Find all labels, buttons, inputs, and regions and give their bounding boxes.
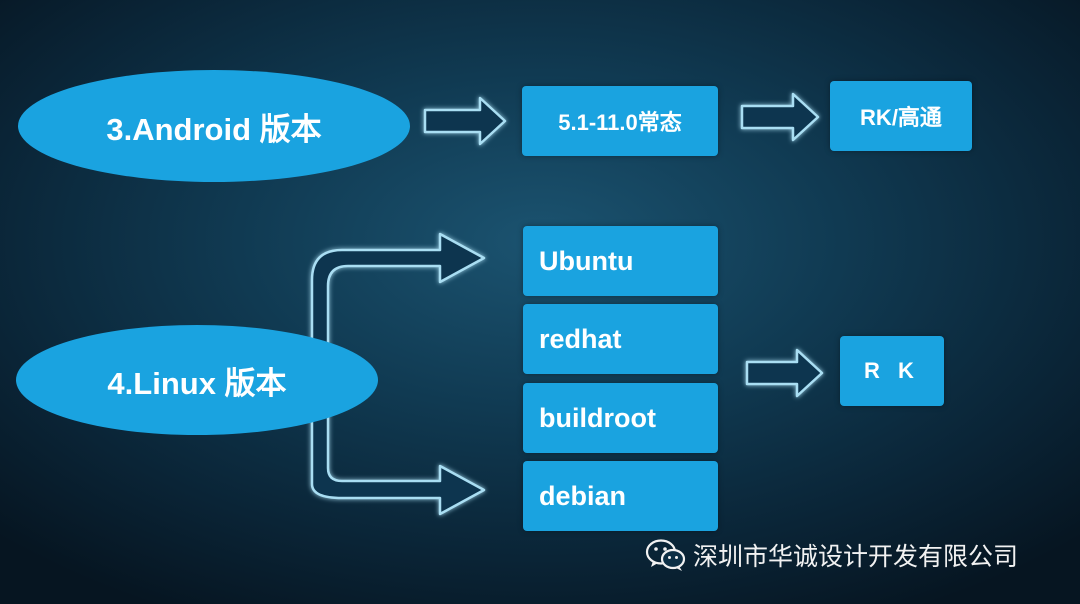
distro-label: debian bbox=[539, 480, 627, 511]
android-platform-box: RK/高通 bbox=[830, 81, 972, 151]
distro-box-redhat: redhat bbox=[523, 304, 718, 374]
wechat-icon bbox=[645, 539, 686, 571]
footer-watermark: 深圳市华诚设计开发有限公司 bbox=[645, 535, 1018, 575]
distro-label: buildroot bbox=[539, 402, 656, 433]
distro-label: Ubuntu bbox=[539, 245, 634, 276]
distro-box-debian: debian bbox=[523, 461, 718, 531]
linux-platform-box: R K bbox=[840, 336, 944, 406]
arrow-distros-to-rk bbox=[745, 348, 824, 398]
android-version-range-label: 5.1-11.0常态 bbox=[558, 110, 682, 135]
android-platform-label: RK/高通 bbox=[860, 105, 942, 130]
company-name: 深圳市华诚设计开发有限公司 bbox=[693, 543, 1019, 571]
android-version-node: 3.Android 版本 bbox=[18, 70, 410, 182]
arrow-version-to-platform bbox=[740, 92, 820, 142]
distro-label: redhat bbox=[539, 323, 622, 354]
android-version-range-box: 5.1-11.0常态 bbox=[522, 86, 718, 156]
linux-version-label: 4.Linux 版本 bbox=[107, 365, 287, 401]
arrow-android-to-version bbox=[423, 96, 507, 146]
distro-box-buildroot: buildroot bbox=[523, 383, 718, 453]
linux-platform-label: R K bbox=[864, 358, 920, 383]
android-version-label: 3.Android 版本 bbox=[106, 111, 322, 147]
linux-version-node: 4.Linux 版本 bbox=[16, 325, 378, 435]
distro-box-ubuntu: Ubuntu bbox=[523, 226, 718, 296]
